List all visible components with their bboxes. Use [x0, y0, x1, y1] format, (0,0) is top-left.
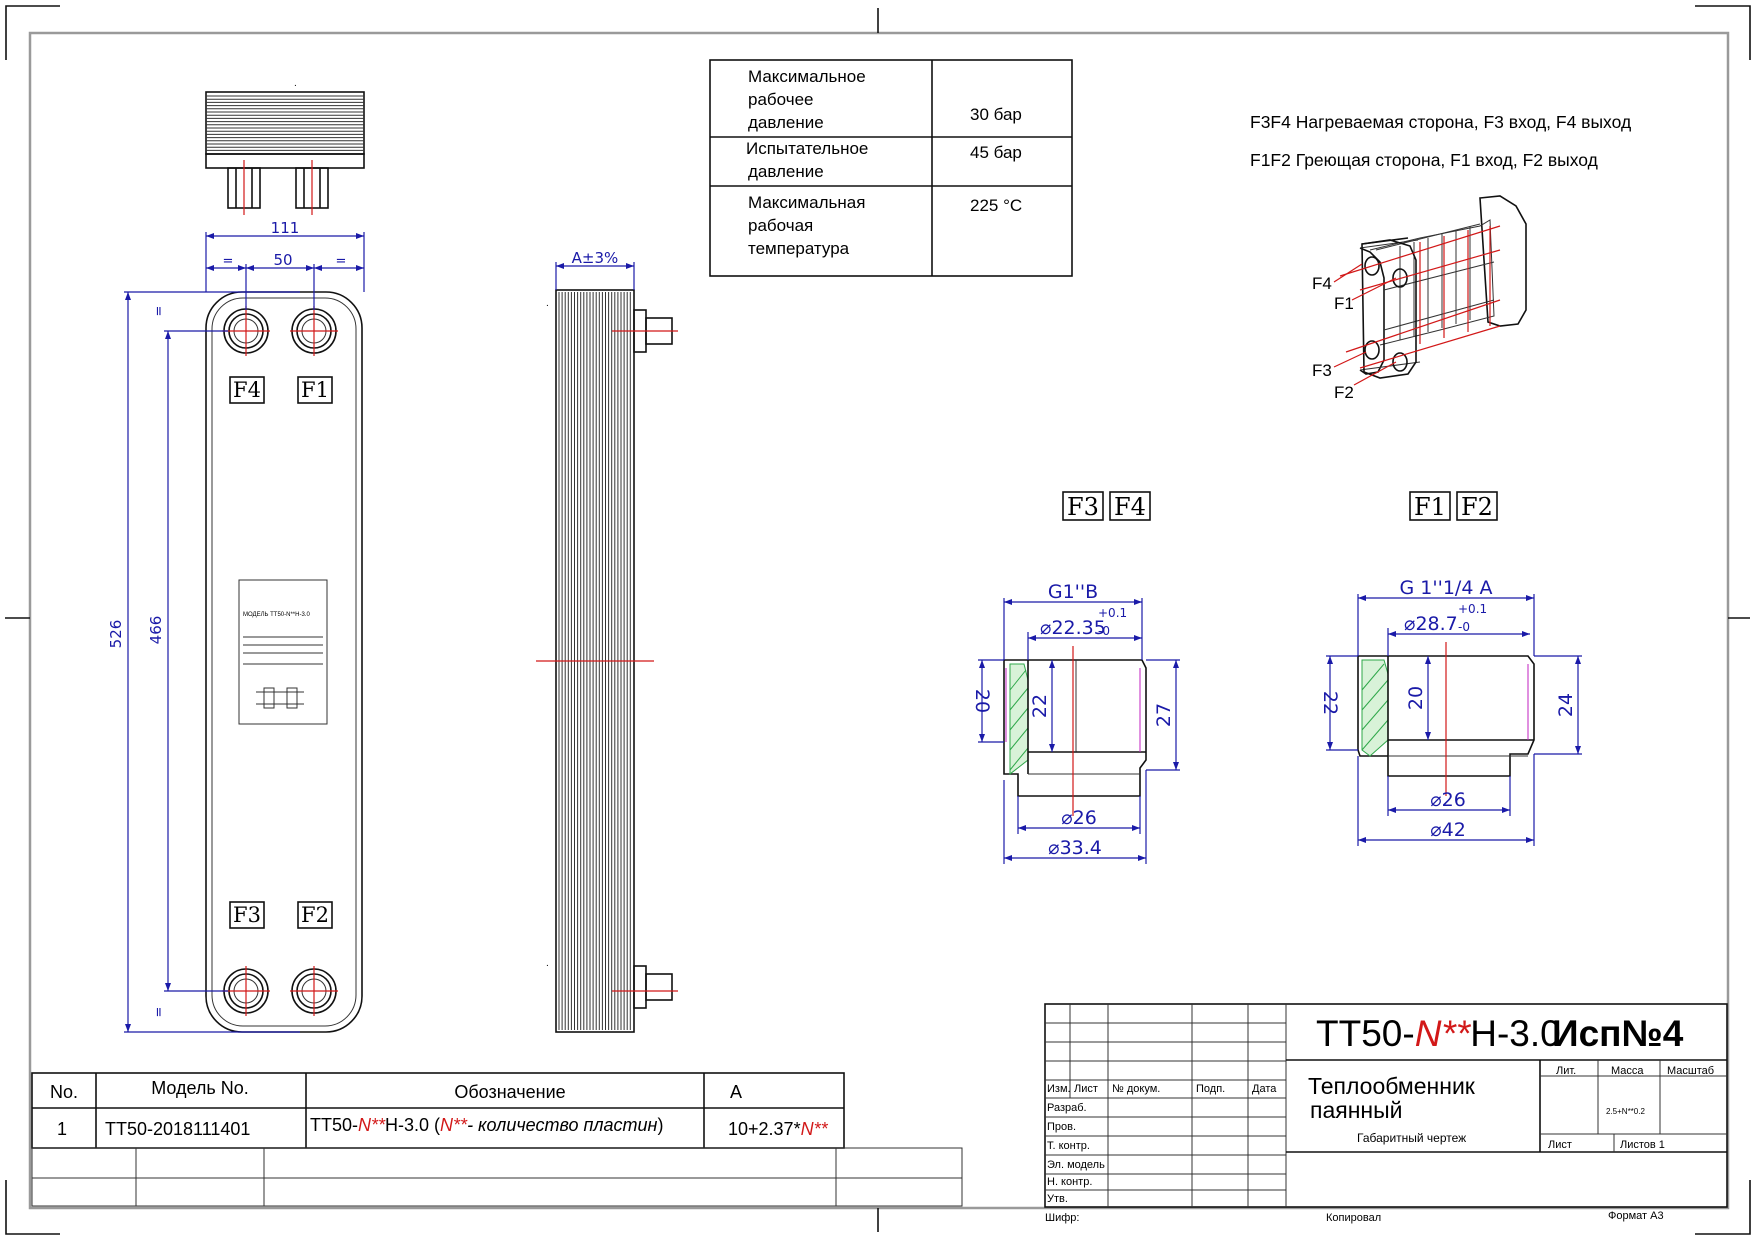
- dim-port-spacing: 50: [273, 251, 292, 269]
- fitting-f1f2-tol-lower: -0: [1458, 620, 1470, 634]
- port-label-f2: F2: [301, 903, 329, 927]
- svg-text:.: .: [546, 958, 549, 969]
- iso-label-f2: F2: [1334, 383, 1354, 402]
- title-name-line2: паянный: [1310, 1097, 1402, 1123]
- nameplate: МОДЕЛЬ TT50-N**H-3.0: [238, 579, 328, 725]
- title-designation: TT50-N**H-3.0: [1316, 1013, 1561, 1054]
- side-view: A±3% . .: [536, 249, 678, 1033]
- title-role-checker: Пров.: [1047, 1121, 1076, 1133]
- fitting-f1f2-d-left: 22: [1319, 691, 1341, 715]
- top-view: .: [205, 78, 365, 215]
- fitting-f1f2-bore: ⌀28.7: [1404, 613, 1458, 635]
- fitting-f1f2-thread: G 1''1/4 A: [1400, 577, 1493, 599]
- iso-label-f3: F3: [1312, 361, 1332, 380]
- model-table-header-designation: Обозначение: [454, 1082, 565, 1102]
- title-role-approved: Утв.: [1047, 1193, 1068, 1205]
- title-doc-type: Габаритный чертеж: [1357, 1131, 1466, 1145]
- spec-row-1-label: Максимальное рабочее давление: [748, 67, 870, 132]
- title-col-doc: № докум.: [1112, 1083, 1160, 1095]
- spec-row-1-value: 30 бар: [970, 105, 1022, 124]
- fitting-f1f2-title-f1: F1: [1414, 493, 1446, 521]
- fitting-f1f2-d26: ⌀26: [1430, 789, 1466, 811]
- iso-label-f4: F4: [1312, 274, 1332, 293]
- fitting-f1f2-tol-upper: +0.1: [1458, 602, 1487, 616]
- title-sheet: Лист: [1548, 1139, 1572, 1151]
- title-sheets: Листов 1: [1620, 1139, 1665, 1151]
- dim-eq-top: =: [152, 306, 167, 317]
- svg-text:.: .: [294, 78, 297, 89]
- spec-table: Максимальное рабочее давление 30 бар Исп…: [709, 59, 1073, 277]
- fitting-f3f4-tol-lower: -0: [1098, 624, 1110, 638]
- fitting-f3f4-thread: G1''B: [1048, 581, 1098, 603]
- isometric-view: F4 F1 F3 F2: [1312, 195, 1527, 402]
- model-table-row-designation: TT50-N**H-3.0 (N**- количество пластин): [310, 1115, 663, 1135]
- fitting-f3f4-d-left: 20: [971, 689, 993, 713]
- model-table-header-no: No.: [50, 1082, 78, 1102]
- dim-overall-width: 111: [271, 219, 300, 237]
- fitting-f3f4-d-outer: ⌀33.4: [1048, 837, 1102, 859]
- title-col-izm: Изм.: [1047, 1083, 1071, 1095]
- title-cipher: Шифр:: [1045, 1212, 1079, 1224]
- fitting-f1f2-d-inner: 20: [1405, 686, 1427, 710]
- title-lit: Лит.: [1556, 1065, 1576, 1077]
- spec-row-3-value: 225 °C: [970, 196, 1022, 215]
- port-label-f1: F1: [301, 378, 329, 402]
- model-table-header-a: A: [730, 1082, 742, 1102]
- fitting-f3-f4: F3 F4: [971, 491, 1180, 864]
- fitting-f1f2-d-outer: ⌀42: [1430, 819, 1466, 841]
- fitting-f3f4-d26: ⌀26: [1061, 807, 1097, 829]
- fitting-f3f4-tol-upper: +0.1: [1098, 606, 1127, 620]
- title-format: Формат A3: [1608, 1210, 1664, 1222]
- title-col-date: Дата: [1252, 1083, 1277, 1095]
- iso-label-f1: F1: [1334, 294, 1354, 313]
- model-table-row-a: 10+2.37*N**: [728, 1119, 829, 1139]
- spec-row-3-label: Максимальная рабочая температура: [748, 193, 870, 258]
- title-mass: Масса: [1611, 1065, 1644, 1077]
- model-table-row-model: TT50-2018111401: [105, 1119, 250, 1139]
- title-block: TT50-N**H-3.0 Исп№4 Теплообменник паянны…: [1044, 1003, 1728, 1224]
- title-col-list: Лист: [1074, 1083, 1098, 1095]
- dim-eq-left: =: [223, 254, 234, 269]
- fitting-f3f4-bore: ⌀22.35: [1040, 617, 1106, 639]
- fitting-f3f4-d-right: 27: [1153, 703, 1175, 727]
- title-name-line1: Теплообменник: [1308, 1073, 1476, 1099]
- title-col-sign: Подп.: [1196, 1083, 1225, 1095]
- model-table: No. Модель No. Обозначение A 1 TT50-2018…: [31, 1072, 963, 1207]
- note-heated-side: F3F4 Нагреваемая сторона, F3 вход, F4 вы…: [1250, 112, 1631, 132]
- spec-row-2-label: Испытательное давление: [746, 139, 873, 181]
- dim-eq-right: =: [336, 254, 347, 269]
- fitting-f1f2-title-f2: F2: [1461, 493, 1493, 521]
- fitting-f3f4-title-f3: F3: [1067, 493, 1099, 521]
- dim-port-distance: 466: [147, 616, 165, 645]
- svg-text:.: .: [546, 298, 549, 309]
- dim-side-a: A±3%: [572, 249, 619, 267]
- title-role-model: Эл. модель: [1047, 1159, 1105, 1171]
- title-copied: Копировал: [1326, 1212, 1381, 1224]
- dim-eq-bottom: =: [152, 1007, 167, 1018]
- front-view: F4 F1 F3 F2 МОДЕЛЬ TT50-N**H-3.0: [107, 219, 365, 1033]
- fitting-f1f2-d-right: 24: [1555, 693, 1577, 717]
- port-label-f4: F4: [233, 378, 261, 402]
- title-variant: Исп№4: [1552, 1013, 1684, 1054]
- model-table-row-no: 1: [57, 1119, 67, 1139]
- nameplate-model: МОДЕЛЬ TT50-N**H-3.0: [243, 612, 310, 618]
- fitting-f3f4-title-f4: F4: [1114, 493, 1146, 521]
- title-role-developer: Разраб.: [1047, 1102, 1087, 1114]
- title-scale: Масштаб: [1667, 1065, 1714, 1077]
- title-mass-value: 2.5+N**0.2: [1606, 1107, 1645, 1116]
- note-heating-side: F1F2 Греющая сторона, F1 вход, F2 выход: [1250, 150, 1598, 170]
- spec-row-2-value: 45 бар: [970, 143, 1022, 162]
- fitting-f3f4-d-inner: 22: [1029, 694, 1051, 718]
- title-role-tech-control: Т. контр.: [1047, 1140, 1090, 1152]
- sheet-frame: [5, 5, 1751, 1235]
- title-role-norm-control: Н. контр.: [1047, 1176, 1092, 1188]
- model-table-header-model: Модель No.: [151, 1078, 249, 1098]
- dim-height: 526: [107, 620, 125, 649]
- port-label-f3: F3: [233, 903, 261, 927]
- fitting-f1-f2: F1 F2: [1319, 491, 1582, 846]
